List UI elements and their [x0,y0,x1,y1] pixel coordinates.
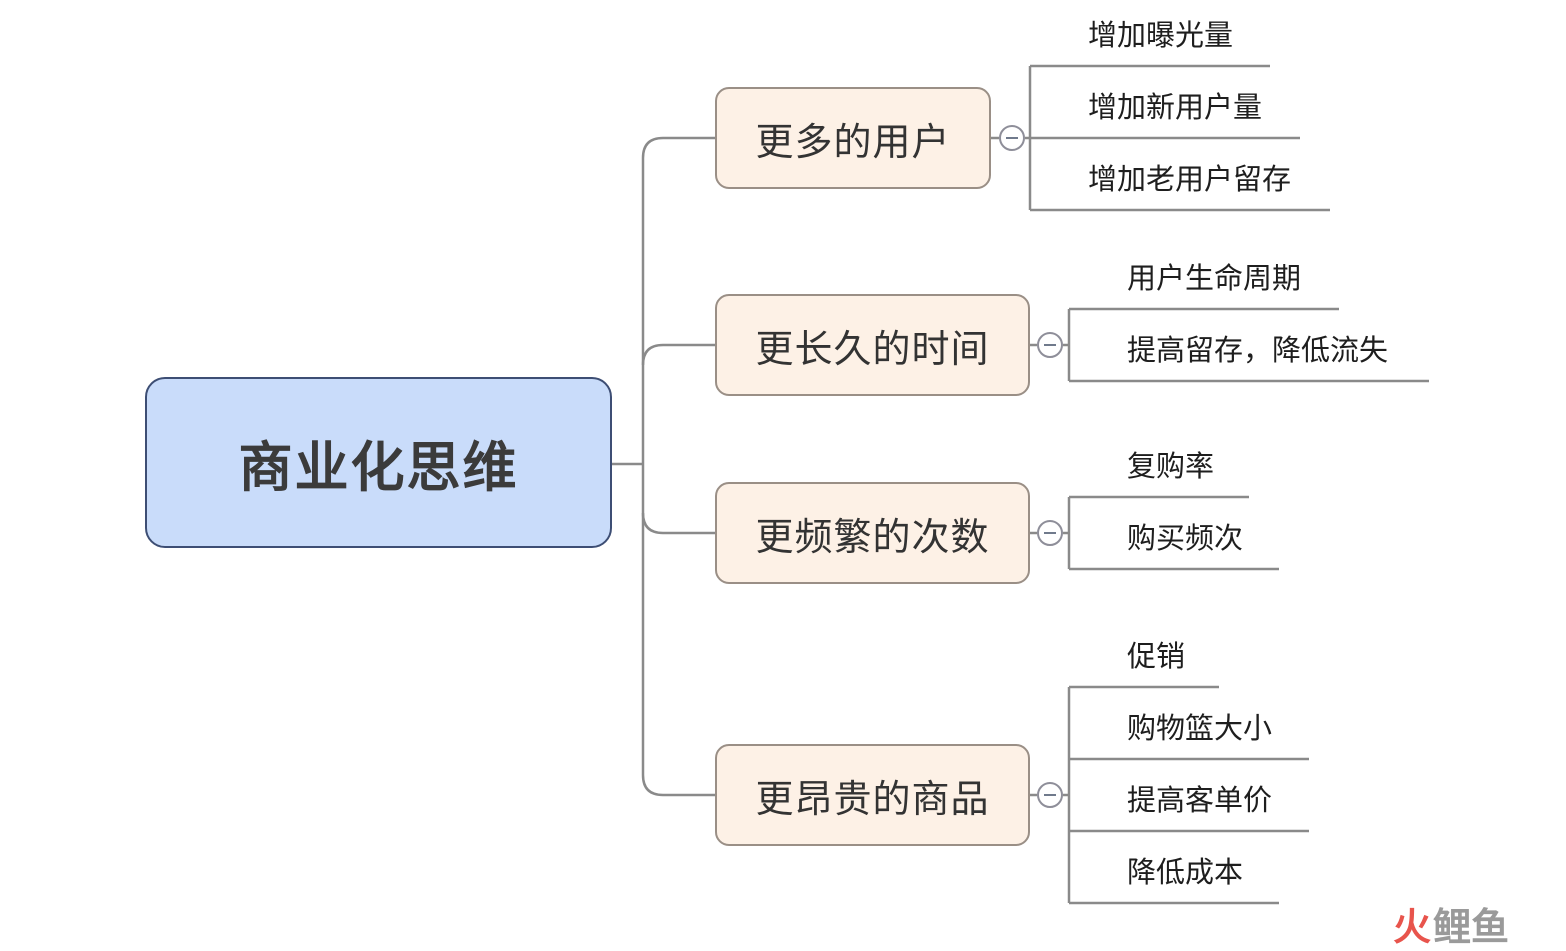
branch-1-connector [641,136,715,159]
branch-topic-longer-time[interactable]: 更长久的时间 [715,294,1030,396]
branch-topic-more-frequency[interactable]: 更频繁的次数 [715,482,1030,584]
root-topic[interactable]: 商业化思维 [145,377,612,548]
leaf-topic[interactable]: 增加曝光量 [1088,18,1234,52]
watermark-logo: 火 鲤鱼 [1393,900,1509,949]
branch-topic-label: 更昂贵的商品 [755,776,990,821]
leaf-topic[interactable]: 降低成本 [1127,855,1244,889]
branch-topic-label: 更长久的时间 [755,326,990,371]
branch-topic-label: 更频繁的次数 [755,514,990,559]
collapse-toggle-icon[interactable] [1037,520,1063,546]
collapse-toggle-icon[interactable] [999,125,1025,151]
leaf-topic[interactable]: 用户生命周期 [1127,261,1302,295]
leaf-topic[interactable]: 提高客单价 [1127,783,1273,817]
leaf-topic[interactable]: 促销 [1127,639,1186,673]
branch-topic-label: 更多的用户 [755,119,951,164]
leaf-topic[interactable]: 增加老用户留存 [1088,162,1292,196]
leaf-topic[interactable]: 提高留存，降低流失 [1127,333,1389,367]
branch-topic-pricier-goods[interactable]: 更昂贵的商品 [715,744,1030,846]
watermark-part: 火 [1393,904,1432,949]
branch-4-connector [641,774,715,797]
collapse-toggle-icon[interactable] [1037,782,1063,808]
root-topic-label: 商业化思维 [238,436,519,499]
branch-topic-more-users[interactable]: 更多的用户 [715,87,991,189]
leaf-topic[interactable]: 复购率 [1127,449,1215,483]
branch-3-connector [641,512,715,535]
leaf-topic[interactable]: 增加新用户量 [1088,90,1263,124]
leaf-topic[interactable]: 购买频次 [1127,521,1244,555]
watermark-part: 鲤鱼 [1433,904,1510,949]
collapse-toggle-icon[interactable] [1037,332,1063,358]
leaf-topic[interactable]: 购物篮大小 [1127,711,1273,745]
branch-2-connector [641,343,715,366]
